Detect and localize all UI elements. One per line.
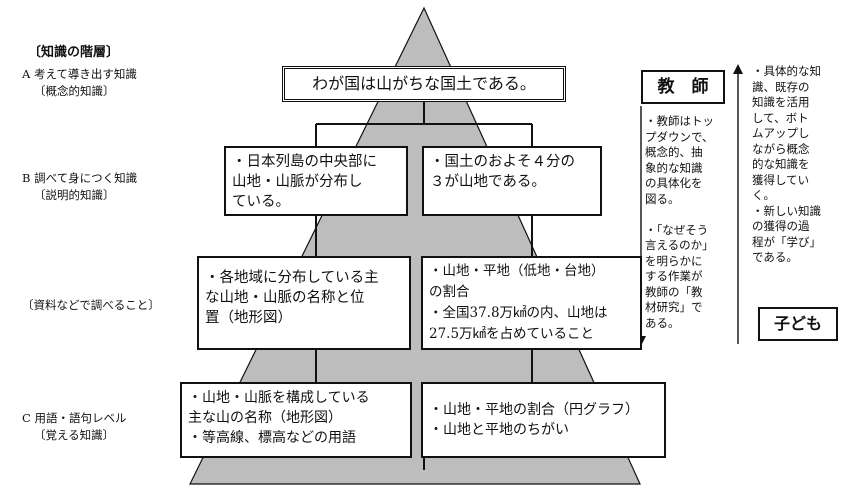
arrow-head-up xyxy=(733,64,743,74)
level-b-label: B 調べて身につく知識 〔説明的知識〕 xyxy=(22,170,137,204)
level-data-title: 〔資料などで調べること〕 xyxy=(22,298,160,312)
level-data-label: 〔資料などで調べること〕 xyxy=(22,297,160,314)
b-box-right-text: ・国土のおよそ４分の ３が山地である。 xyxy=(430,154,575,190)
level-c-label: C 用語・語句レベル 〔覚える知識〕 xyxy=(22,410,126,444)
data-box-left: ・各地域に分布している主 な山地・山脈の名称と位 置（地形図） xyxy=(197,256,411,350)
b-box-right: ・国土のおよそ４分の ３が山地である。 xyxy=(422,146,602,216)
c-box-right: ・山地・平地の割合（円グラフ） ・山地と平地のちがい xyxy=(421,382,666,458)
level-a-title: A 考えて導き出す知識 xyxy=(22,67,137,81)
level-a-label: A 考えて導き出す知識 〔概念的知識〕 xyxy=(22,66,137,100)
child-notes: ・具体的な知 識、既存の 知識を活用 して、ボト ムアップし ながら概念 的な知… xyxy=(752,64,821,264)
top-concept-text: わが国は山がちな国土である。 xyxy=(312,74,536,93)
b-box-left: ・日本列島の中央部に 山地・山脈が分布し ている。 xyxy=(224,146,408,216)
data-box-left-text: ・各地域に分布している主 な山地・山脈の名称と位 置（地形図） xyxy=(205,270,379,326)
top-concept-box: わが国は山がちな国土である。 xyxy=(282,66,566,102)
teacher-notes: ・教師はトッ プダウンで、 概念的、抽 象的な知識 の具体化を 図る。 ・「なぜ… xyxy=(645,114,714,330)
level-b-sub: 〔説明的知識〕 xyxy=(34,188,115,202)
data-box-right: ・山地・平地（低地・台地） の割合 ・全国37.8万㎢の内、山地は 27.5万㎢… xyxy=(421,256,642,350)
hierarchy-title: 〔知識の階層〕 xyxy=(28,45,120,60)
level-a-sub: 〔概念的知識〕 xyxy=(34,84,115,98)
c-box-right-text: ・山地・平地の割合（円グラフ） ・山地と平地のちがい xyxy=(429,402,639,438)
level-c-sub: 〔覚える知識〕 xyxy=(34,428,115,442)
level-c-title: C 用語・語句レベル xyxy=(22,411,127,425)
c-box-left-text: ・山地・山脈を構成している 主な山の名称（地形図） ・等高線、標高などの用語 xyxy=(188,390,370,446)
data-box-right-text: ・山地・平地（低地・台地） の割合 ・全国37.8万㎢の内、山地は 27.5万㎢… xyxy=(429,263,608,342)
child-label: 子ども xyxy=(758,307,838,341)
c-box-left: ・山地・山脈を構成している 主な山の名称（地形図） ・等高線、標高などの用語 xyxy=(180,382,412,458)
b-box-left-text: ・日本列島の中央部に 山地・山脈が分布し ている。 xyxy=(232,154,377,210)
teacher-label: 教 師 xyxy=(641,70,725,104)
level-b-title: B 調べて身につく知識 xyxy=(22,171,138,185)
